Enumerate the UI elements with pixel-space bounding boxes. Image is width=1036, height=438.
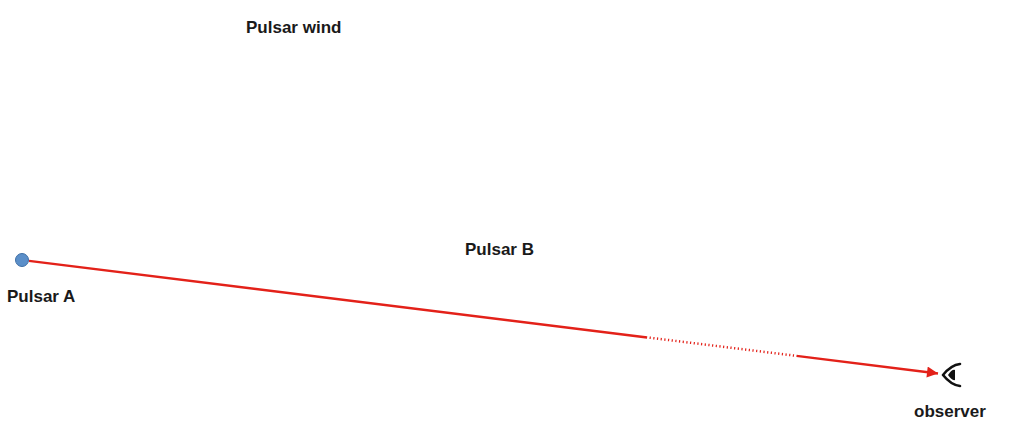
wind-arrow [191,217,403,218]
signal-ray [29,261,938,374]
node-outline [188,2,618,432]
eye-pupil [948,370,955,380]
pulsar-dot: Pulsar A [15,253,29,267]
eye-outline [943,364,960,386]
node-outline [940,362,962,388]
wind-region [188,2,618,432]
wind-arrow [403,69,551,217]
observer-eye: observer [940,362,962,388]
region-label: Pulsar wind [246,18,341,38]
pulsar-dot [16,254,29,267]
wind-arrow [403,6,404,217]
pulsar-wind-region: Pulsar windPulsar B [188,2,618,432]
wind-arrow [255,217,403,365]
node-outline [15,253,29,267]
wind-arrow [403,217,615,218]
wind-arrow [403,217,551,365]
pulsar-label: Pulsar A [7,287,75,307]
wind-arrow [403,217,404,428]
pulsar-label: Pulsar B [465,240,534,260]
observer-label: observer [914,402,986,422]
wind-arrow [255,69,403,217]
